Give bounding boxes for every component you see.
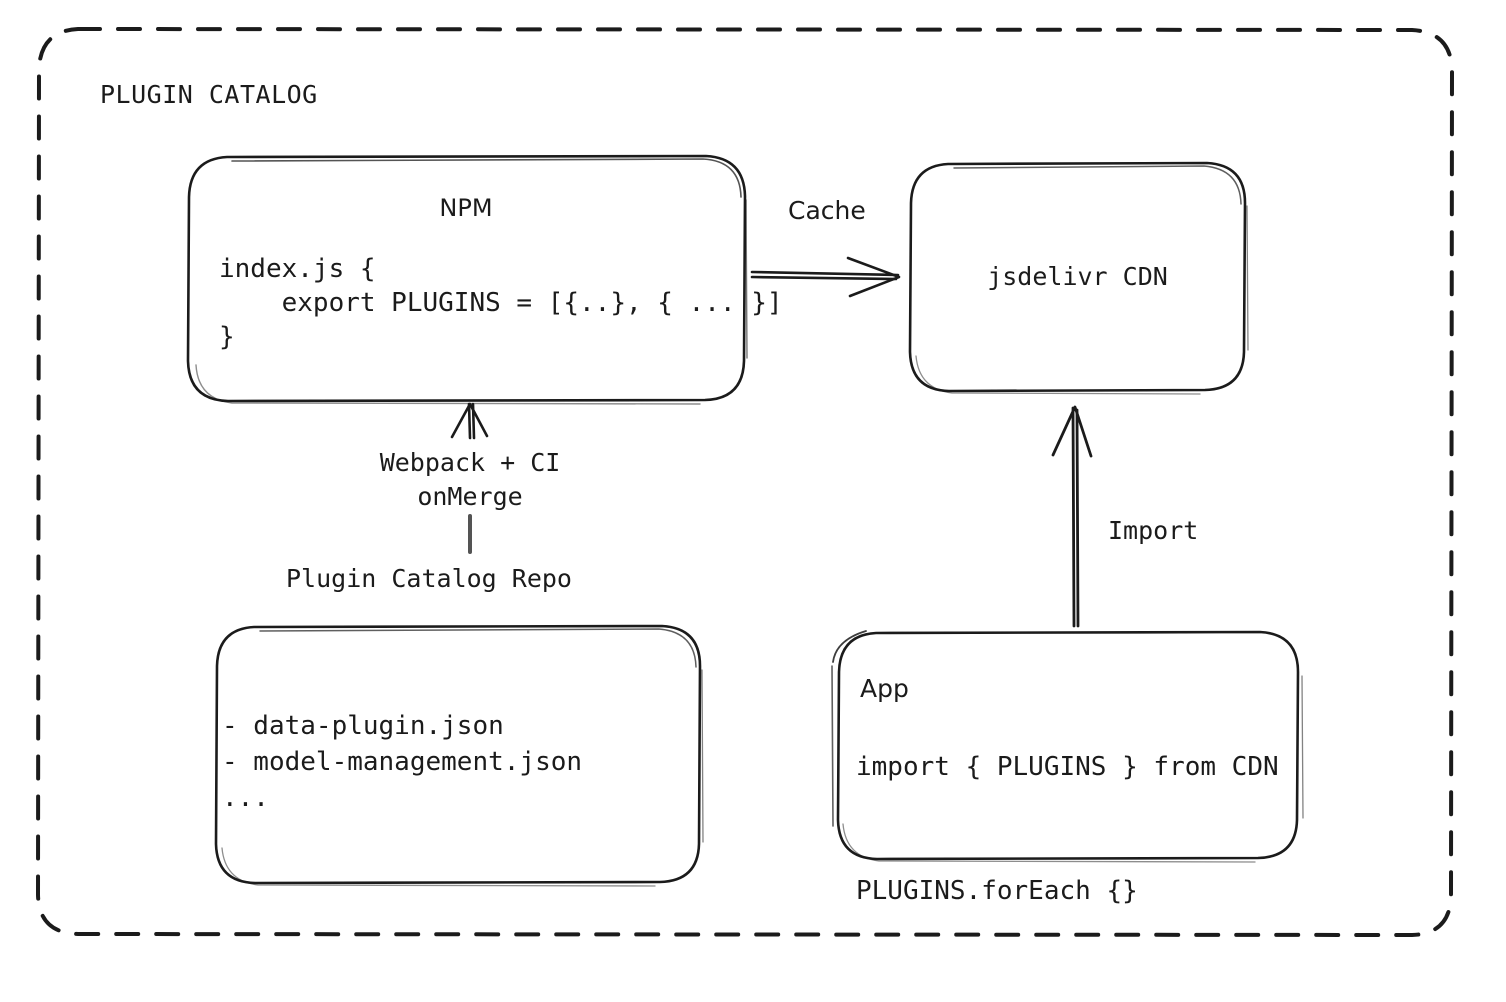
build-edge-label: Webpack + CI onMerge bbox=[379, 448, 561, 511]
app-node-code: import { PLUGINS } from CDN PLUGINS.forE… bbox=[856, 752, 1279, 906]
repo-node-file-list: - data-plugin.json - model-management.js… bbox=[222, 711, 583, 813]
cache-edge-label: Cache bbox=[788, 196, 866, 225]
npm-node-title: NPM bbox=[439, 194, 493, 222]
npm-node-code: index.js { export PLUGINS = [{..}, { ...… bbox=[219, 254, 783, 352]
repo-node-caption: Plugin Catalog Repo bbox=[286, 564, 572, 593]
app-node-title: App bbox=[860, 674, 909, 703]
group-title: PLUGIN CATALOG bbox=[100, 80, 318, 109]
cdn-node-title: jsdelivr CDN bbox=[987, 262, 1168, 291]
import-edge-label: Import bbox=[1108, 516, 1199, 545]
import-arrow bbox=[1051, 405, 1093, 628]
